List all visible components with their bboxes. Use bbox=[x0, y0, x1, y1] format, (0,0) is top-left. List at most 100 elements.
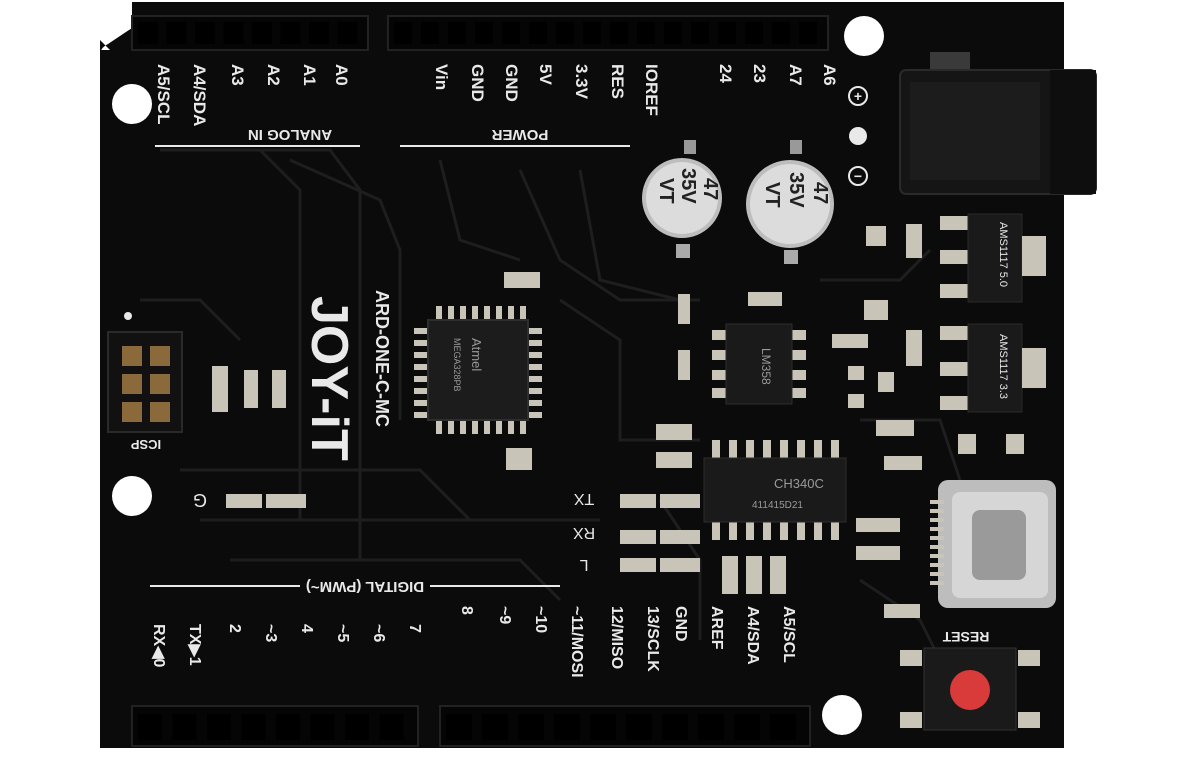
header-pin-hole bbox=[337, 22, 358, 44]
header-pin-hole bbox=[734, 714, 760, 740]
digital-pin-label: ~5 bbox=[334, 624, 351, 642]
header-pin-hole bbox=[138, 714, 162, 740]
analog-pin-label: A1 bbox=[300, 64, 319, 86]
header-power-top[interactable] bbox=[387, 15, 829, 51]
digital-pin-label: 8 bbox=[458, 606, 475, 615]
header-pin-hole bbox=[664, 22, 682, 44]
icsp-label: ICSP bbox=[131, 437, 162, 452]
header-pin-hole bbox=[637, 22, 655, 44]
svg-text:VT: VT bbox=[655, 178, 677, 204]
extra-pin-label: 24 bbox=[716, 64, 735, 83]
header-pin-hole bbox=[166, 22, 187, 44]
power-pin-label: GND bbox=[468, 64, 487, 102]
brand-logo: JOY-iT bbox=[300, 296, 358, 461]
header-pin-hole bbox=[276, 714, 300, 740]
digital-pin-label: RX◀0 bbox=[150, 624, 167, 668]
header-pin-hole bbox=[502, 22, 520, 44]
power-pin-label: 5V bbox=[536, 64, 555, 85]
svg-text:CH340C: CH340C bbox=[774, 476, 824, 491]
extra-pin-label: A7 bbox=[786, 64, 805, 86]
digital-pin-label: TX▶1 bbox=[186, 624, 203, 666]
header-pin-hole bbox=[745, 22, 763, 44]
digital-pin-label: ~3 bbox=[262, 624, 279, 642]
header-pin-hole bbox=[195, 22, 215, 44]
header-pin-hole bbox=[718, 22, 736, 44]
header-pin-hole bbox=[610, 22, 628, 44]
header-pin-hole bbox=[310, 714, 335, 740]
header-pin-hole bbox=[590, 714, 616, 740]
icsp-header[interactable] bbox=[107, 331, 183, 433]
power-pin-label: RES bbox=[608, 64, 627, 99]
svg-text:AMS1117 3.3: AMS1117 3.3 bbox=[997, 334, 1009, 399]
digital-pin-label: A5/SCL bbox=[780, 606, 797, 663]
digital-label: DIGITAL (PWM~) bbox=[306, 578, 424, 595]
regulator-5v: AMS1117 5.0 bbox=[940, 213, 1046, 303]
digital-pin-label: ~9 bbox=[496, 606, 513, 624]
digital-pin-label: 2 bbox=[226, 624, 243, 633]
header-pin-hole bbox=[556, 22, 574, 44]
mcu-chip: Atmel MEGA328PB bbox=[414, 306, 542, 434]
digital-pin-label: A4/SDA bbox=[744, 606, 761, 665]
analog-in-label: ANALOG IN bbox=[248, 126, 332, 143]
header-pin-hole bbox=[554, 714, 580, 740]
svg-text:−: − bbox=[854, 168, 862, 184]
header-pin-hole bbox=[223, 22, 244, 44]
power-pin-label: GND bbox=[502, 64, 521, 102]
power-label: POWER bbox=[492, 126, 549, 143]
svg-text:47: 47 bbox=[699, 178, 721, 200]
header-pin-hole bbox=[799, 22, 817, 44]
power-pin-label: 3.3V bbox=[572, 64, 591, 100]
mounting-hole-left-top bbox=[112, 84, 152, 124]
svg-text:35V: 35V bbox=[677, 168, 699, 204]
header-analog-top[interactable] bbox=[131, 15, 369, 51]
header-pin-hole bbox=[770, 714, 796, 740]
power-led-label: G bbox=[193, 490, 207, 510]
led-rx-label: RX bbox=[573, 524, 596, 541]
digital-pin-label: AREF bbox=[708, 606, 725, 650]
header-pin-hole bbox=[421, 22, 439, 44]
capacitor-2: 47 35V VT bbox=[746, 140, 834, 264]
svg-text:Atmel: Atmel bbox=[469, 338, 484, 371]
mounting-hole-top-right bbox=[844, 16, 884, 56]
usb-c-port[interactable] bbox=[930, 480, 1056, 608]
header-pin-hole bbox=[241, 714, 266, 740]
header-pin-hole bbox=[446, 714, 472, 740]
digital-pin-label: ~11/MOSI bbox=[568, 606, 585, 678]
opamp-chip: LM358 bbox=[712, 323, 806, 405]
mounting-hole-left-bottom bbox=[112, 476, 152, 516]
extra-pin-label: A6 bbox=[820, 64, 839, 86]
header-pin-hole bbox=[772, 22, 790, 44]
header-pin-hole bbox=[379, 714, 404, 740]
led-tx-label: TX bbox=[573, 490, 594, 507]
board-model: ARD-ONE-C-MC bbox=[372, 290, 392, 427]
dc-power-jack[interactable] bbox=[899, 52, 1097, 195]
header-pin-hole bbox=[482, 714, 508, 740]
header-digital-bottom-left[interactable] bbox=[131, 705, 419, 747]
svg-text:35V: 35V bbox=[785, 172, 807, 208]
regulator-3v3: AMS1117 3.3 bbox=[940, 323, 1046, 413]
reset-button[interactable] bbox=[900, 647, 1040, 731]
header-pin-hole bbox=[345, 714, 369, 740]
svg-text:MEGA328PB: MEGA328PB bbox=[452, 338, 462, 392]
header-digital-bottom-right[interactable] bbox=[439, 705, 811, 747]
capacitor-1: 47 35V VT bbox=[642, 140, 722, 258]
digital-pin-label: 4 bbox=[298, 624, 315, 633]
svg-text:411415D21: 411415D21 bbox=[752, 500, 803, 511]
header-pin-hole bbox=[529, 22, 547, 44]
power-pin-label: IOREF bbox=[642, 64, 661, 116]
polarity-symbol: + − bbox=[848, 86, 868, 186]
digital-pin-label: ~6 bbox=[370, 624, 387, 642]
digital-pin-label: 13/SCLK bbox=[644, 606, 661, 672]
analog-pin-label: A0 bbox=[332, 64, 351, 86]
header-pin-hole bbox=[698, 714, 724, 740]
header-pin-hole bbox=[448, 22, 466, 44]
led-l-label: L bbox=[579, 556, 588, 573]
digital-pin-label: 12/MISO bbox=[608, 606, 625, 669]
header-pin-hole bbox=[252, 22, 272, 44]
